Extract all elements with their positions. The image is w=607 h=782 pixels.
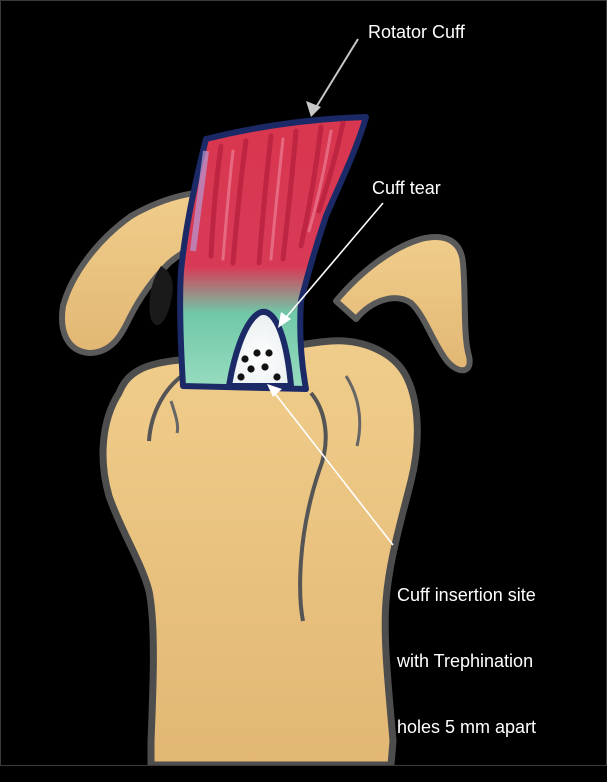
insertion-site-label: Cuff insertion site with Trephination ho…	[397, 540, 536, 782]
humerus	[103, 341, 417, 765]
insertion-label-line-3: holes 5 mm apart	[397, 716, 536, 738]
insertion-label-line-2: with Trephination	[397, 650, 536, 672]
arrow-rotator-cuff	[306, 39, 358, 117]
cuff-tear-label: Cuff tear	[372, 177, 441, 199]
insertion-label-line-1: Cuff insertion site	[397, 584, 536, 606]
diagram-frame: Rotator Cuff Cuff tear Cuff insertion si…	[0, 0, 607, 766]
rotator-cuff-label: Rotator Cuff	[368, 21, 465, 43]
